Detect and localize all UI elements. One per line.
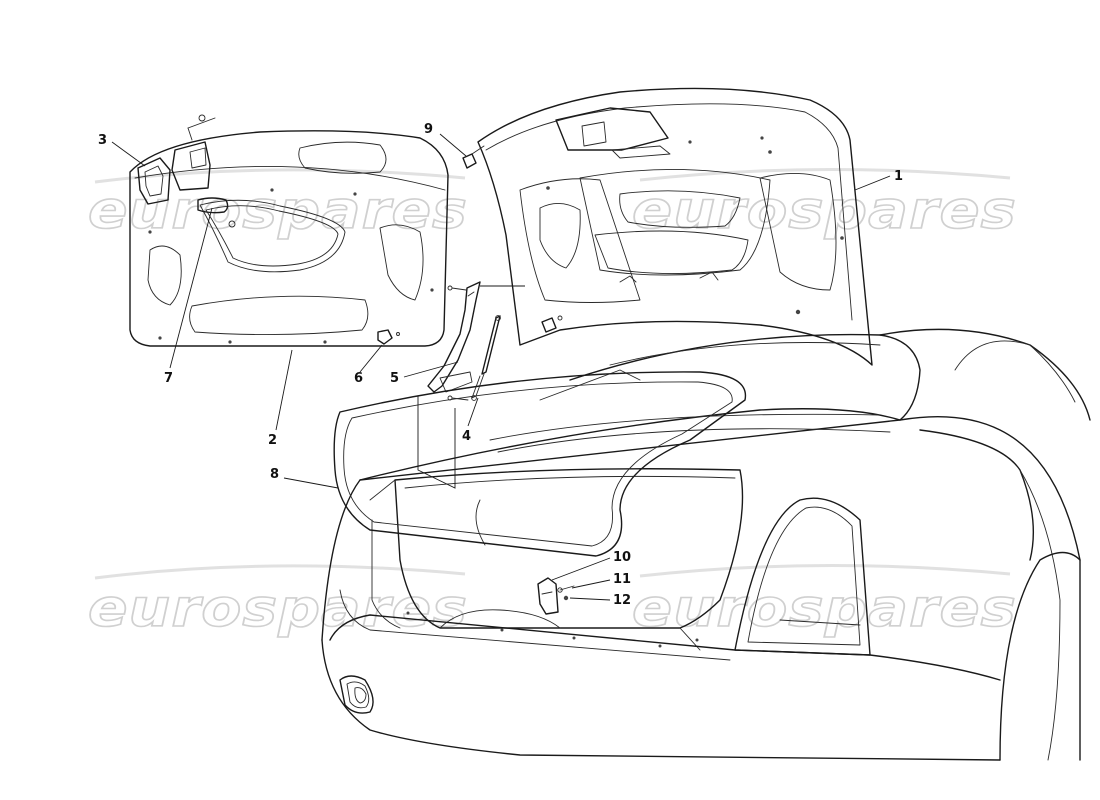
callout-7: 7 xyxy=(164,371,173,386)
hinge-and-strut xyxy=(427,281,525,401)
callout-8: 8 xyxy=(270,467,279,482)
striker-part xyxy=(537,577,575,615)
watermark-text: eurospares xyxy=(88,579,468,639)
bolt-part xyxy=(462,145,485,169)
watermark-text: eurospares xyxy=(632,579,1017,639)
weatherstrip-seal xyxy=(333,371,747,557)
callout-9: 9 xyxy=(424,122,433,137)
callout-10: 10 xyxy=(613,550,631,565)
callout-12: 12 xyxy=(613,593,631,608)
callout-4: 4 xyxy=(462,429,471,444)
lock-bracket xyxy=(137,114,216,205)
leader-lines xyxy=(111,133,891,601)
callout-labels: 1 2 3 4 5 6 7 8 9 10 11 12 xyxy=(98,122,903,608)
car-body xyxy=(321,328,1091,761)
callout-11: 11 xyxy=(613,572,631,587)
bumper-stop-part xyxy=(377,329,400,345)
callout-5: 5 xyxy=(390,371,399,386)
watermark-text: eurospares xyxy=(632,181,1017,241)
callout-6: 6 xyxy=(354,371,363,386)
trunk-lid-inner-panel xyxy=(129,130,449,347)
callout-3: 3 xyxy=(98,133,107,148)
callout-2: 2 xyxy=(268,433,277,448)
handle-part xyxy=(197,197,236,228)
callout-1: 1 xyxy=(894,169,903,184)
watermark-group: eurospares eurospares eurospares eurospa… xyxy=(87,167,1017,640)
trunk-lid xyxy=(477,87,873,366)
